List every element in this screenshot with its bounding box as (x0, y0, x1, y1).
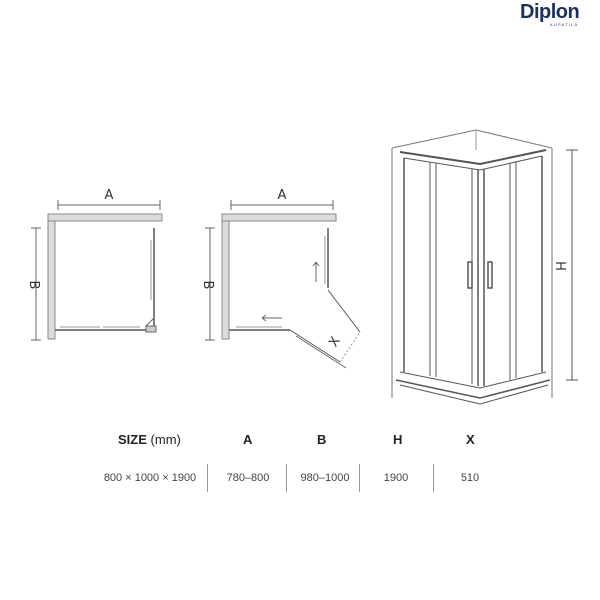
size-unit: (mm) (150, 432, 181, 447)
column-divider (359, 464, 360, 492)
size-label: SIZE (118, 432, 147, 447)
plan-view-closed (31, 200, 163, 341)
value-a: 780–800 (226, 472, 270, 484)
size-header: SIZE (mm) (118, 432, 181, 447)
column-divider (433, 464, 434, 492)
dim-h-label: H (555, 261, 570, 271)
brand-logo: Diplon KUPATILA (520, 1, 596, 27)
header-a: A (243, 432, 253, 447)
plan-view-open (205, 200, 361, 369)
perspective-view (391, 129, 578, 405)
value-size: 800 × 1000 × 1900 (103, 472, 197, 484)
technical-drawing: A B A B X (26, 129, 578, 405)
dim-a-label-1: A (105, 188, 114, 203)
dim-b-label-2: B (200, 281, 215, 290)
header-h: H (393, 432, 403, 447)
header-x: X (466, 432, 475, 447)
dim-b-label-1: B (26, 281, 41, 290)
column-divider (207, 464, 208, 492)
header-b: B (317, 432, 327, 447)
dim-x-label: X (326, 334, 343, 350)
column-divider (286, 464, 287, 492)
brand-tagline: KUPATILA (550, 22, 579, 27)
spec-table: SIZE (mm) A B H X 800 × 1000 × 1900 780–… (95, 428, 535, 498)
dim-a-label-2: A (278, 188, 287, 203)
value-x: 510 (460, 472, 480, 484)
value-b: 980–1000 (300, 472, 350, 484)
value-h: 1900 (383, 472, 409, 484)
brand-name: Diplon (520, 1, 580, 23)
